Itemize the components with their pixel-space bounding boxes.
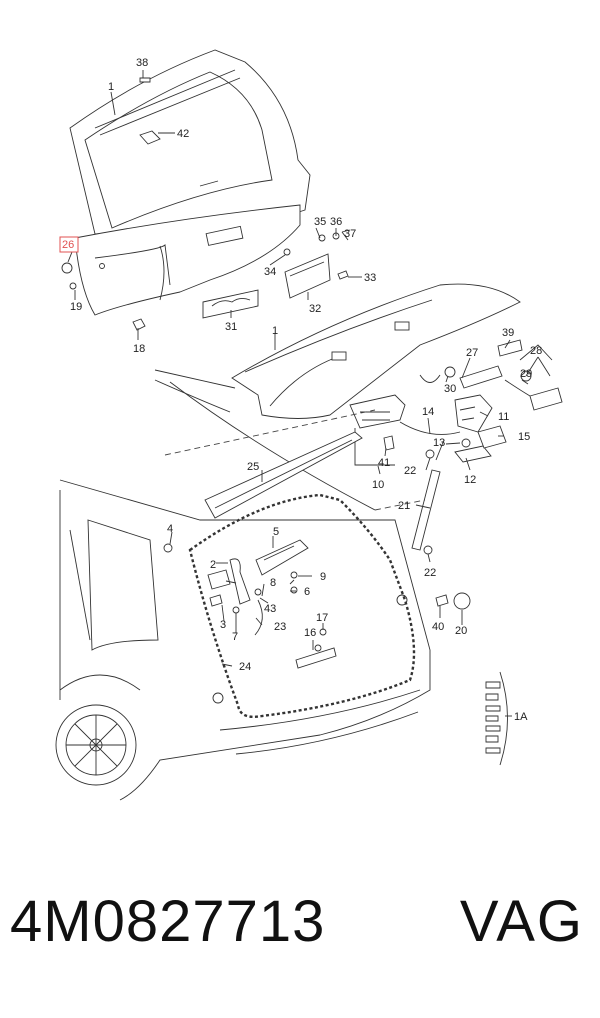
callout-5: 5 bbox=[273, 526, 279, 538]
callout-1A: 1A bbox=[514, 711, 528, 723]
vehicle-outline bbox=[55, 369, 431, 801]
callout-35: 35 bbox=[314, 216, 326, 228]
callout-21: 21 bbox=[398, 500, 410, 512]
callout-2: 2 bbox=[210, 559, 216, 571]
svg-text:26: 26 bbox=[62, 239, 74, 251]
fastener-kit bbox=[485, 671, 508, 766]
tailgate-assembly bbox=[61, 49, 351, 331]
callout-14: 14 bbox=[422, 406, 434, 418]
callout-18: 18 bbox=[133, 343, 145, 355]
callout-13: 13 bbox=[433, 437, 445, 449]
callout-16: 16 bbox=[304, 627, 316, 639]
callout-26-highlighted: 26 bbox=[59, 236, 79, 253]
callout-28: 28 bbox=[530, 345, 542, 357]
callout-31: 31 bbox=[225, 321, 237, 333]
callout-41: 41 bbox=[378, 457, 390, 469]
callout-36: 36 bbox=[330, 216, 342, 228]
callout-7: 7 bbox=[232, 631, 238, 643]
callout-3: 3 bbox=[220, 619, 226, 631]
callout-19: 19 bbox=[70, 301, 82, 313]
leader-lines bbox=[67, 70, 551, 717]
rear-emblem bbox=[202, 289, 259, 319]
callout-25: 25 bbox=[247, 461, 259, 473]
brand-name: VAG bbox=[459, 889, 584, 954]
callout-24: 24 bbox=[239, 661, 251, 673]
callout-37: 37 bbox=[344, 228, 356, 240]
latch-hardware bbox=[163, 539, 337, 669]
callout-42: 42 bbox=[177, 128, 189, 140]
callout-labels: 1 1 1A 2 3 4 5 6 7 8 9 10 11 12 13 14 15… bbox=[59, 57, 542, 723]
callout-22-lower: 22 bbox=[424, 567, 436, 579]
part-number: 4M0827713 bbox=[10, 889, 326, 954]
callout-1-spoiler: 1 bbox=[272, 325, 278, 337]
callout-34: 34 bbox=[264, 266, 276, 278]
rear-spoiler bbox=[231, 283, 521, 419]
seal-strip bbox=[204, 431, 363, 519]
callout-27: 27 bbox=[466, 347, 478, 359]
callout-39: 39 bbox=[502, 327, 514, 339]
callout-38: 38 bbox=[136, 57, 148, 69]
callout-6: 6 bbox=[304, 586, 310, 598]
lock-assemblies bbox=[349, 339, 563, 610]
callout-22-upper: 22 bbox=[404, 465, 416, 477]
callout-11: 11 bbox=[498, 411, 509, 423]
parts-diagram: 1 1 1A 2 3 4 5 6 7 8 9 10 11 12 13 14 15… bbox=[55, 49, 563, 801]
callout-9: 9 bbox=[320, 571, 326, 583]
callout-12: 12 bbox=[464, 474, 476, 486]
callout-20: 20 bbox=[455, 625, 467, 637]
callout-43: 43 bbox=[264, 603, 276, 615]
callout-1-tailgate: 1 bbox=[108, 81, 114, 93]
footer: 4M0827713 VAG bbox=[0, 888, 600, 988]
callout-23: 23 bbox=[274, 621, 286, 633]
callout-17: 17 bbox=[316, 612, 328, 624]
callout-10: 10 bbox=[372, 479, 384, 491]
callout-30: 30 bbox=[444, 383, 456, 395]
callout-8: 8 bbox=[270, 577, 276, 589]
callout-33: 33 bbox=[364, 272, 376, 284]
callout-15: 15 bbox=[518, 431, 530, 443]
license-plate-light bbox=[284, 253, 331, 299]
callout-32: 32 bbox=[309, 303, 321, 315]
callout-40: 40 bbox=[432, 621, 444, 633]
callout-29: 29 bbox=[520, 368, 532, 380]
callout-4: 4 bbox=[167, 523, 173, 535]
